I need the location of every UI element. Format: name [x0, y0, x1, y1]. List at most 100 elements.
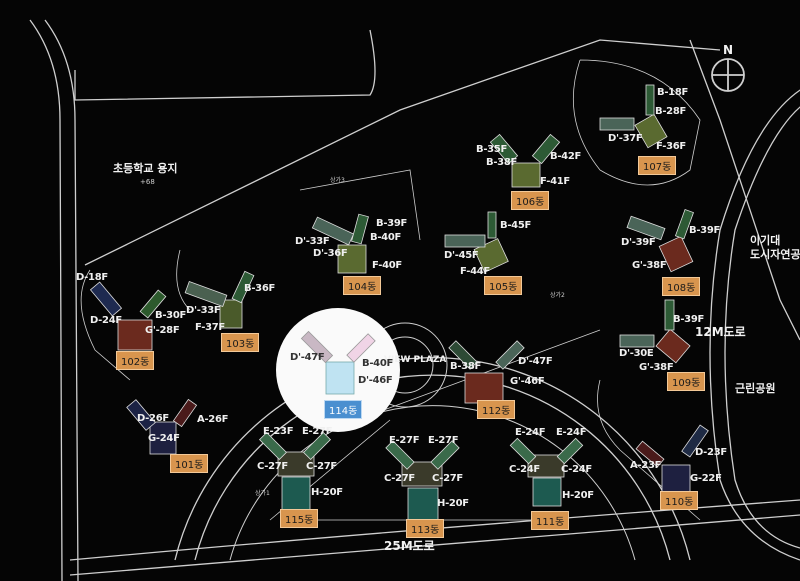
floor-label: E-27F	[302, 426, 333, 437]
building-label-108[interactable]: 108동	[662, 277, 701, 296]
floor-label: E-24F	[556, 427, 587, 438]
building-108-shape	[626, 208, 694, 273]
floor-label: H-20F	[562, 490, 594, 501]
building-113-shape	[385, 440, 460, 521]
floor-label: D'-46F	[358, 375, 393, 386]
north-arrow-icon	[711, 58, 745, 92]
floor-label: B-39F	[376, 218, 408, 229]
floor-label: B-30F	[155, 310, 187, 321]
shop2-label: 상가2	[550, 292, 565, 299]
building-104-shape	[311, 213, 369, 274]
building-label-113[interactable]: 113동	[406, 519, 445, 538]
floor-label: B-40F	[370, 232, 402, 243]
floor-label: D'-45F	[444, 250, 479, 261]
floor-label: D'-30E	[619, 348, 654, 359]
floor-label: D'-47F	[290, 352, 325, 363]
floor-label: D-18F	[76, 272, 108, 283]
building-label-105[interactable]: 105동	[484, 276, 523, 295]
road-25m-label: 25M도로	[384, 539, 435, 553]
school-site-label: 초등학교 용지	[113, 162, 178, 175]
floor-label: B-18F	[657, 87, 689, 98]
building-label-107[interactable]: 107동	[638, 156, 677, 175]
floor-label: E-23F	[263, 426, 294, 437]
floor-label: E-27F	[389, 435, 420, 446]
floor-label: G-22F	[690, 473, 722, 484]
floor-label: B-39F	[673, 314, 705, 325]
floor-label: G'-38F	[639, 362, 674, 373]
floor-label: A-26F	[197, 414, 229, 425]
building-112-shape	[448, 340, 525, 404]
view-plaza-label: VIEW PLAZA	[384, 355, 447, 365]
north-label: N	[723, 43, 734, 57]
floor-label: F-44F	[460, 266, 490, 277]
floor-label: G'-28F	[145, 325, 180, 336]
floor-label: B-40F	[362, 358, 394, 369]
building-102-shape	[89, 281, 167, 351]
floor-label: H-20F	[437, 498, 469, 509]
building-label-106[interactable]: 106동	[511, 191, 550, 210]
floor-label: D'-37F	[608, 133, 643, 144]
floor-label: D-24F	[90, 315, 122, 326]
building-107-shape	[599, 84, 668, 149]
floor-label: B-42F	[550, 151, 582, 162]
building-label-103[interactable]: 103동	[221, 333, 260, 352]
floor-label: B-38F	[450, 361, 482, 372]
floor-label: C-24F	[509, 464, 540, 475]
floor-label: C-24F	[561, 464, 592, 475]
floor-label: H-20F	[311, 487, 343, 498]
floor-label: E-27F	[428, 435, 459, 446]
building-label-114[interactable]: 114동	[324, 400, 363, 419]
floor-label: D-23F	[695, 447, 727, 458]
building-110-shape	[635, 424, 709, 494]
floor-label: G-24F	[148, 433, 180, 444]
building-114-shape	[300, 330, 376, 395]
floor-label: F-36F	[656, 141, 686, 152]
shop3-label: 상가3	[330, 177, 345, 184]
building-label-109[interactable]: 109동	[667, 372, 706, 391]
neighborhood-park-label: 근린공원	[735, 382, 776, 395]
floor-label: B-35F	[476, 144, 508, 155]
floor-label: C-27F	[306, 461, 337, 472]
park-label-line1: 이기대	[750, 234, 781, 247]
floor-label: B-38F	[486, 157, 518, 168]
floor-label: F-40F	[372, 260, 402, 271]
building-label-111[interactable]: 111동	[531, 511, 570, 530]
building-label-102[interactable]: 102동	[116, 351, 155, 370]
floor-label: C-27F	[384, 473, 415, 484]
floor-label: B-45F	[500, 220, 532, 231]
building-label-115[interactable]: 115동	[280, 509, 319, 528]
building-label-110[interactable]: 110동	[660, 491, 699, 510]
building-label-112[interactable]: 112동	[477, 400, 516, 419]
floor-label: B-39F	[689, 225, 721, 236]
school-elevation-label: +68	[140, 178, 155, 186]
building-105-shape	[444, 211, 509, 273]
building-109-shape	[619, 299, 691, 364]
building-111-shape	[509, 437, 584, 507]
floor-label: A-23F	[630, 460, 662, 471]
floor-label: E-24F	[515, 427, 546, 438]
floor-label: B-36F	[244, 283, 276, 294]
floor-label: F-41F	[540, 176, 570, 187]
floor-label: G'-38F	[632, 260, 667, 271]
floor-label: D-26F	[137, 413, 169, 424]
road-12m-label: 12M도로	[695, 325, 746, 339]
shop1-label: 상가1	[255, 490, 270, 497]
park-label-line2: 도시자연공원	[750, 248, 800, 261]
floor-label: C-27F	[432, 473, 463, 484]
building-label-101[interactable]: 101동	[170, 454, 209, 473]
floor-label: C-27F	[257, 461, 288, 472]
floor-label: D'-36F	[313, 248, 348, 259]
floor-label: F-37F	[195, 322, 225, 333]
building-106-shape	[489, 133, 561, 188]
floor-label: D'-33F	[186, 305, 221, 316]
building-101-shape	[126, 398, 198, 455]
building-label-104[interactable]: 104동	[343, 276, 382, 295]
floor-label: D'-33F	[295, 236, 330, 247]
building-103-shape	[184, 270, 255, 329]
floor-label: B-28F	[655, 106, 687, 117]
floor-label: D'-47F	[518, 356, 553, 367]
floor-label: G'-46F	[510, 376, 545, 387]
building-115-shape	[258, 431, 332, 512]
